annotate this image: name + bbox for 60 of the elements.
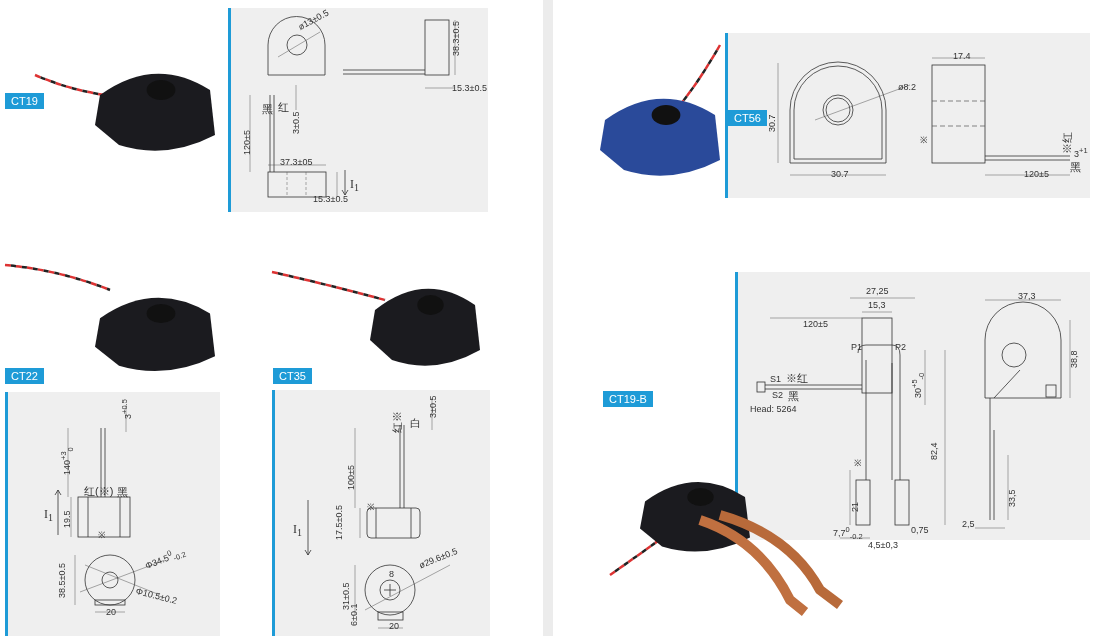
dimension-label: 3±0.5: [292, 111, 301, 134]
dimension-label: 20: [389, 622, 399, 631]
model-tag: CT56: [728, 110, 767, 127]
model-tag: CT19: [5, 93, 44, 110]
dimension-label: 30.7: [831, 170, 849, 179]
current-symbol: I$_{1}$: [293, 523, 302, 539]
dimension-label: 17.4: [953, 52, 971, 61]
dimension-label: 120±5: [1024, 170, 1049, 179]
dimension-label: ※红: [1062, 132, 1073, 154]
dimension-label: 27,25: [866, 287, 889, 296]
dimension-label: 4,5±0,3: [868, 541, 898, 550]
dimension-label: S1: [770, 375, 781, 384]
dimension-label: 30.7: [768, 114, 777, 132]
dimension-label: 黑: [788, 391, 799, 402]
dimension-label: ※红: [786, 373, 808, 384]
dimension-label: 120±5: [243, 130, 252, 155]
dimension-label: ※: [367, 503, 375, 512]
dimension-label: 21: [851, 502, 860, 512]
dimension-label: ※: [920, 136, 928, 145]
model-tag: CT35: [273, 368, 312, 385]
dimension-label: 17.5±0.5: [335, 505, 344, 540]
dimension-label: 3±0.5: [429, 395, 438, 418]
dimension-label: 红※: [392, 411, 403, 433]
dimension-label: 38,8: [1070, 350, 1079, 368]
dimension-label: 15.3±0.5: [313, 195, 348, 204]
dimension-label: 3$^{+1}$: [1074, 147, 1088, 159]
dimension-label: P1: [851, 343, 862, 352]
dimension-label: 黑: [1070, 162, 1081, 173]
current-symbol: I$_{1}$: [44, 508, 53, 524]
dimension-label: 红: [278, 102, 289, 113]
current-symbol: I$_{1}$: [350, 178, 359, 194]
dimension-label: 0,75: [911, 526, 929, 535]
dimension-label: Head: 5264: [750, 405, 797, 414]
dimension-label: ø8.2: [898, 83, 916, 92]
dimension-label: 38.5±0.5: [58, 563, 67, 598]
dimension-label: 38.3±0.5: [452, 21, 461, 56]
model-tag: CT22: [5, 368, 44, 385]
dimension-label: 82,4: [930, 442, 939, 460]
dimension-label: 2,5: [962, 520, 975, 529]
dimension-label: 31±0.5: [342, 582, 351, 610]
dimension-label: P2: [895, 343, 906, 352]
dimension-label: 33,5: [1008, 489, 1017, 507]
dimension-label: 120±5: [803, 320, 828, 329]
dimension-label: 黑: [262, 104, 273, 115]
dimension-label: 红(※): [84, 486, 114, 497]
model-tag: CT19-B: [603, 391, 653, 408]
dimension-label: 6±0.1: [350, 603, 359, 626]
dimension-label: 100±5: [347, 465, 356, 490]
dimension-label: S2: [772, 391, 783, 400]
dimension-label: 15,3: [868, 301, 886, 310]
dimension-label: 20: [106, 608, 116, 617]
dimension-label: 白: [410, 418, 421, 429]
dimension-label: 黑: [117, 487, 128, 498]
dimension-label: ※: [98, 531, 106, 540]
dimension-label: ※: [854, 459, 862, 468]
dimension-label: 37,3: [1018, 292, 1036, 301]
dimension-label: 15.3±0.5: [452, 84, 487, 93]
dimension-label: 8: [389, 570, 394, 579]
dimension-label: 37.3±05: [280, 158, 313, 167]
dimension-label: 19.5: [63, 510, 72, 528]
